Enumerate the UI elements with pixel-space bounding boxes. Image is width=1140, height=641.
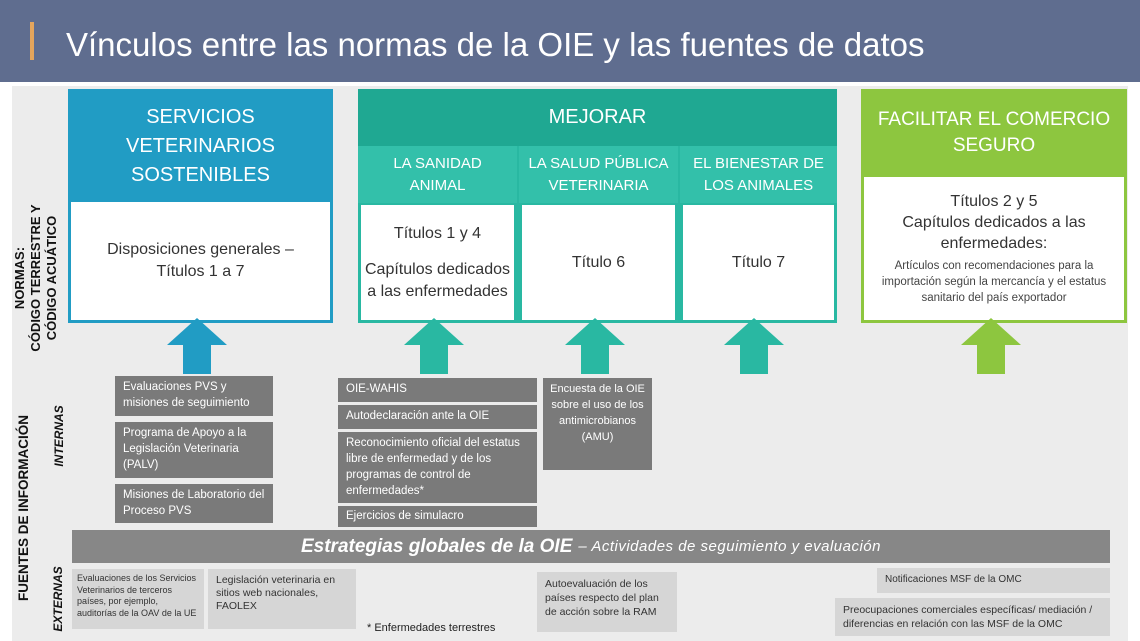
source-simulacro: Ejercicios de simulacro — [338, 506, 537, 527]
pillar-servicios-head: SERVICIOS VETERINARIOS SOSTENIBLES — [68, 89, 333, 202]
arrow-up-icon — [404, 318, 464, 374]
strategy-bar: Estrategias globales de la OIE – Activid… — [72, 530, 1110, 563]
source-evaluaciones-terceros: Evaluaciones de los Servicios Veterinari… — [72, 569, 204, 629]
source-preocupaciones-comerciales: Preocupaciones comerciales específicas/ … — [835, 598, 1110, 636]
label-internas: INTERNAS — [52, 405, 66, 467]
pillar-mejorar-head: MEJORAR — [358, 89, 837, 146]
footnote: * Enfermedades terrestres — [367, 622, 496, 634]
pillar-servicios: SERVICIOS VETERINARIOS SOSTENIBLES Dispo… — [68, 89, 333, 323]
label-normas: NORMAS: CÓDIGO TERRESTRE Y CÓDIGO ACUÁTI… — [12, 198, 59, 358]
strategy-sub: – Actividades de seguimiento y evaluació… — [578, 538, 881, 555]
pillar-sanidad-body: Títulos 1 y 4 Capítulos dedicados a las … — [361, 205, 514, 320]
pillar-servicios-body-line2: Títulos 1 a 7 — [156, 263, 245, 280]
source-oie-wahis: OIE-WAHIS — [338, 378, 537, 402]
pillar-bienestar-body: Título 7 — [683, 205, 834, 320]
pillar-sanidad-body-line2: Capítulos dedicados — [365, 260, 510, 278]
title-accent-bar — [30, 22, 34, 60]
pillar-comercio-body-detail: Artículos con recomendaciones para la im… — [881, 260, 1107, 304]
pillar-salud: LA SALUD PÚBLICA VETERINARIA Título 6 — [517, 146, 678, 323]
pillar-sanidad-body-line3: a las enfermedades — [367, 282, 508, 300]
pillar-servicios-body-line1: Disposiciones generales – — [107, 241, 294, 258]
pillar-comercio: FACILITAR EL COMERCIO SEGURO Títulos 2 y… — [861, 89, 1127, 323]
pillar-comercio-head: FACILITAR EL COMERCIO SEGURO — [861, 89, 1127, 175]
pillar-sanidad-head: LA SANIDAD ANIMAL — [358, 146, 517, 203]
slide-title: Vínculos entre las normas de la OIE y la… — [66, 26, 925, 63]
source-reconocimiento-oficial: Reconocimiento oficial del estatus libre… — [338, 432, 537, 503]
pillar-bienestar-head: EL BIENESTAR DE LOS ANIMALES — [680, 146, 837, 203]
arrow-up-icon — [565, 318, 625, 374]
slide-header: Vínculos entre las normas de la OIE y la… — [0, 0, 1140, 82]
source-legislacion-veterinaria: Legislación veterinaria en sitios web na… — [208, 569, 356, 629]
pillar-servicios-body: Disposiciones generales – Títulos 1 a 7 — [71, 202, 330, 320]
source-amu: Encuesta de la OIE sobre el uso de los a… — [543, 378, 652, 470]
pillar-bienestar-head-line1: EL BIENESTAR DE — [693, 154, 824, 172]
pillar-salud-head: LA SALUD PÚBLICA VETERINARIA — [519, 146, 678, 203]
pillar-sanidad: LA SANIDAD ANIMAL Títulos 1 y 4 Capítulo… — [358, 146, 517, 323]
strategy-main: Estrategias globales de la OIE — [300, 535, 573, 557]
pillar-mejorar: MEJORAR LA SANIDAD ANIMAL Títulos 1 y 4 … — [358, 89, 837, 323]
source-palv: Programa de Apoyo a la Legislación Veter… — [115, 422, 273, 478]
label-externas: EXTERNAS — [51, 566, 65, 632]
source-pvs-laboratorio: Misiones de Laboratorio del Proceso PVS — [115, 484, 273, 523]
pillar-comercio-body: Títulos 2 y 5 Capítulos dedicados a las … — [864, 177, 1124, 320]
pillar-sanidad-head-line1: LA SANIDAD — [393, 154, 482, 172]
pillar-sanidad-body-line1: Títulos 1 y 4 — [393, 224, 482, 242]
source-autoevaluacion-ram: Autoevaluación de los países respecto de… — [537, 572, 677, 632]
pillar-sanidad-head-line2: ANIMAL — [409, 176, 466, 194]
source-pvs-evaluaciones: Evaluaciones PVS y misiones de seguimien… — [115, 376, 273, 416]
arrow-up-icon — [724, 318, 784, 374]
pillar-bienestar-head-line2: LOS ANIMALES — [703, 176, 814, 194]
label-normas-line2: CÓDIGO TERRESTRE Y — [28, 204, 43, 352]
pillar-servicios-head-line3: SOSTENIBLES — [131, 164, 270, 186]
source-notificaciones-msf: Notificaciones MSF de la OMC — [877, 568, 1110, 593]
pillar-comercio-head-line1: FACILITAR EL COMERCIO — [877, 109, 1111, 130]
pillar-servicios-head-line2: VETERINARIOS — [126, 135, 275, 157]
label-normas-line3: CÓDIGO ACUÁTICO — [44, 215, 59, 341]
label-normas-line1: NORMAS: — [12, 246, 27, 310]
pillar-comercio-body-line3: enfermedades: — [940, 235, 1048, 252]
pillar-comercio-head-line2: SEGURO — [952, 135, 1036, 156]
arrow-up-icon — [961, 318, 1021, 374]
source-autodeclaracion: Autodeclaración ante la OIE — [338, 405, 537, 429]
pillar-comercio-body-line2: Capítulos dedicados a las — [902, 214, 1086, 231]
pillar-servicios-head-line1: SERVICIOS — [146, 106, 255, 128]
pillar-salud-head-line2: VETERINARIA — [548, 176, 649, 194]
label-fuentes: FUENTES DE INFORMACIÓN — [16, 414, 31, 601]
pillar-comercio-body-line1: Títulos 2 y 5 — [950, 193, 1038, 210]
arrow-up-icon — [167, 318, 227, 374]
pillar-salud-head-line1: LA SALUD PÚBLICA — [528, 154, 669, 172]
pillar-bienestar: EL BIENESTAR DE LOS ANIMALES Título 7 — [678, 146, 837, 323]
pillar-salud-body: Título 6 — [522, 205, 675, 320]
